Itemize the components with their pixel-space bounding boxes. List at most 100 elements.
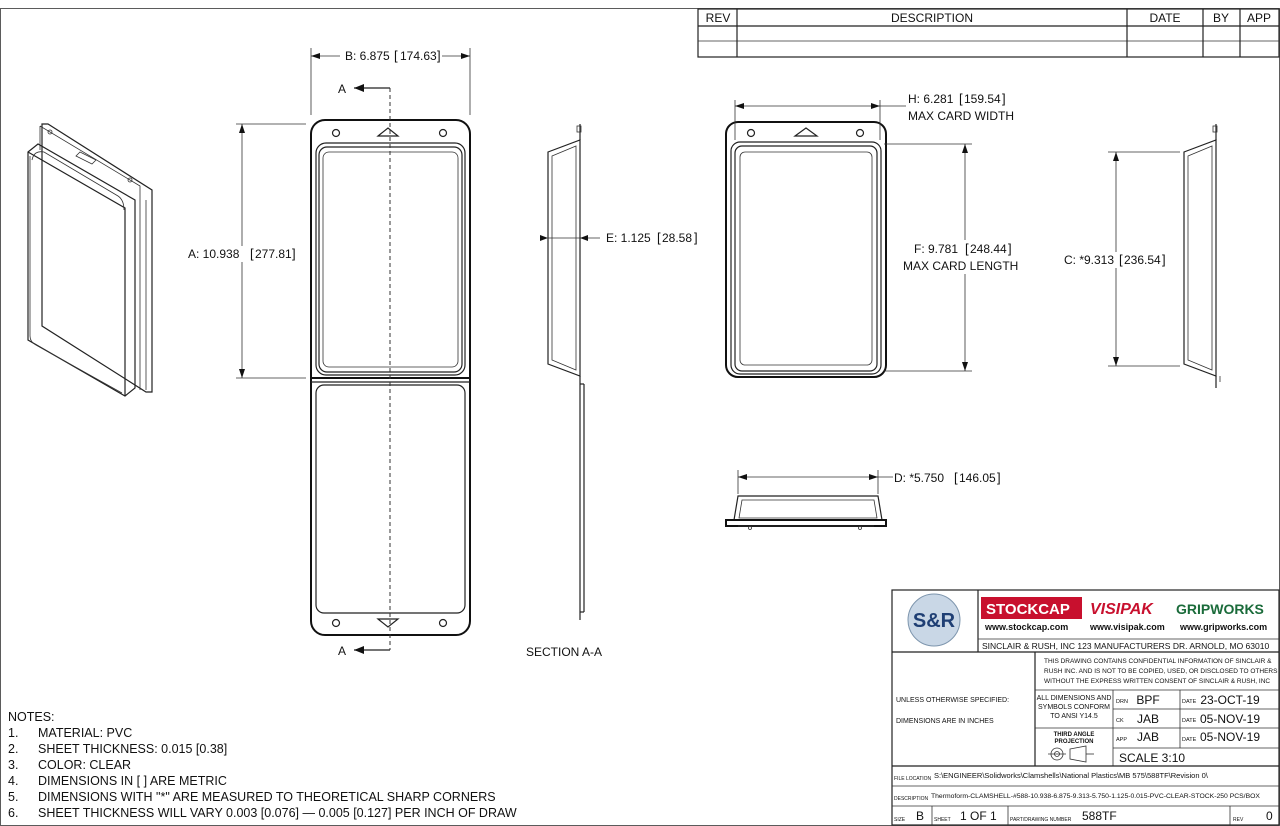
ansi-line-2: SYMBOLS CONFORM	[1038, 704, 1110, 711]
note-text: MATERIAL: PVC	[38, 726, 133, 740]
rev-header: REV	[706, 11, 731, 25]
visipak-brand: VISIPAK	[1090, 601, 1154, 618]
notes-block: NOTES: 1.MATERIAL: PVC 2.SHEET THICKNESS…	[8, 709, 517, 821]
size-value: B	[916, 809, 924, 823]
svg-text:]: ]	[437, 48, 441, 63]
file-location-label: FILE LOCATION	[894, 776, 932, 782]
description-label: DESCRIPTION	[894, 796, 929, 802]
sr-logo-globe	[907, 593, 961, 647]
svg-text:[: [	[250, 246, 254, 261]
dimension-c: C: *9.313 236.54 [ ]	[1062, 151, 1180, 367]
note-text: SHEET THICKNESS WILL VARY 0.003 [0.076] …	[38, 806, 517, 820]
dim-b-metric: 174.63	[400, 49, 437, 63]
svg-text:]: ]	[1002, 91, 1006, 106]
rev-value: 0	[1266, 809, 1273, 823]
app-header: APP	[1247, 11, 1271, 25]
svg-text:]: ]	[292, 246, 296, 261]
note-item: 4.DIMENSIONS IN [ ] ARE METRIC	[8, 773, 517, 789]
svg-text:[: [	[657, 230, 661, 245]
confidential-line-1: THIS DRAWING CONTAINS CONFIDENTIAL INFOR…	[1044, 658, 1272, 665]
sheet-value: 1 OF 1	[960, 809, 997, 823]
section-marker-bottom: A	[338, 644, 346, 658]
dim-e-value: E: 1.125	[606, 231, 651, 245]
ck-date-label: DATE	[1182, 718, 1197, 724]
note-item: 5.DIMENSIONS WITH "*" ARE MEASURED TO TH…	[8, 789, 517, 805]
note-number: 4.	[8, 774, 19, 788]
svg-text:]: ]	[1008, 241, 1012, 256]
note-number: 2.	[8, 742, 19, 756]
section-title: SECTION A-A	[526, 645, 602, 659]
sheet-border	[0, 8, 1280, 826]
app-date-label: DATE	[1182, 737, 1197, 743]
front-view: A A	[310, 82, 471, 658]
ck-label: CK	[1116, 718, 1124, 724]
note-number: 3.	[8, 758, 19, 772]
description-header: DESCRIPTION	[891, 11, 973, 25]
gripworks-brand: GRIPWORKS	[1176, 601, 1264, 617]
dim-h-value: H: 6.281	[908, 92, 954, 106]
file-location: S:\ENGINEER\Solidworks\Clamshells\Nation…	[934, 771, 1209, 780]
company-address: SINCLAIR & RUSH, INC 123 MANUFACTURERS D…	[982, 641, 1269, 651]
note-number: 1.	[8, 726, 19, 740]
ck-value: JAB	[1137, 712, 1159, 726]
note-number: 5.	[8, 790, 19, 804]
tray-top-view	[725, 121, 887, 378]
size-label: SIZE	[894, 817, 906, 823]
dim-h-metric: 159.54	[964, 92, 1001, 106]
dim-a-metric: 277.81	[255, 247, 292, 261]
stockcap-logo	[981, 597, 1082, 619]
dim-f-value: F: 9.781	[914, 242, 958, 256]
tray-front-view: D: *5.750 146.05 [ ]	[725, 470, 1001, 530]
sheet-label: SHEET	[934, 817, 951, 823]
svg-text:[: [	[959, 91, 963, 106]
dim-f-metric: 248.44	[970, 242, 1007, 256]
note-number: 6.	[8, 806, 19, 820]
sr-logo: S&R	[913, 610, 956, 632]
dim-d-metric: 146.05	[959, 471, 996, 485]
gripworks-url: www.gripworks.com	[1179, 622, 1267, 632]
dim-c-metric: 236.54	[1124, 253, 1161, 267]
dimension-a: A: 10.938 277.81 [ ]	[186, 123, 306, 379]
tray-side-view	[1183, 124, 1221, 388]
dim-d-value: D: *5.750	[894, 471, 944, 485]
app-value: JAB	[1137, 730, 1159, 744]
confidential-line-3: WITHOUT THE EXPRESS WRITTEN CONSENT OF S…	[1044, 678, 1270, 685]
revision-table: REV DESCRIPTION DATE BY APP	[697, 8, 1280, 58]
date-header: DATE	[1149, 11, 1180, 25]
drn-label: DRN	[1116, 699, 1128, 705]
app-label: APP	[1116, 737, 1127, 743]
section-view: E: 1.125 28.58 [ ] SECTION A-A	[526, 124, 700, 659]
title-block: S&R STOCKCAP VISIPAK GRIPWORKS www.stock…	[891, 589, 1280, 826]
ck-date: 05-NOV-19	[1200, 712, 1260, 726]
scale: SCALE 3:10	[1119, 751, 1185, 765]
dim-c-value: C: *9.313	[1064, 253, 1114, 267]
app-date: 05-NOV-19	[1200, 730, 1260, 744]
dim-f-note: MAX CARD LENGTH	[903, 259, 1018, 273]
rev-label: REV	[1233, 817, 1244, 823]
note-text: SHEET THICKNESS: 0.015 [0.38]	[38, 742, 228, 756]
part-number-label: PART/DRAWING NUMBER	[1010, 817, 1072, 823]
isometric-view	[27, 123, 153, 397]
note-item: 3.COLOR: CLEAR	[8, 757, 517, 773]
svg-text:[: [	[954, 470, 958, 485]
drn-date-label: DATE	[1182, 699, 1197, 705]
third-angle-2: PROJECTION	[1054, 739, 1093, 745]
part-number: 588TF	[1082, 809, 1117, 823]
dimension-f: F: 9.781 248.44 [ ] MAX CARD LENGTH	[884, 143, 1028, 372]
ansi-line-1: ALL DIMENSIONS AND	[1037, 695, 1112, 702]
stockcap-brand: STOCKCAP	[986, 601, 1070, 618]
drn-value: BPF	[1136, 693, 1159, 707]
part-description: Thermoform-CLAMSHELL-#588-10.938-6.875-9…	[931, 793, 1260, 800]
dim-b-value: B: 6.875	[345, 49, 390, 63]
ansi-line-3: TO ANSI Y14.5	[1050, 713, 1098, 720]
svg-text:]: ]	[997, 470, 1001, 485]
note-item: 1. MATERIAL: PVC	[8, 725, 517, 741]
svg-text:]: ]	[1162, 252, 1166, 267]
svg-text:[: [	[965, 241, 969, 256]
visipak-url: www.visipak.com	[1089, 622, 1165, 632]
unless-specified-1: UNLESS OTHERWISE SPECIFIED:	[896, 697, 1009, 704]
third-angle-projection-icon	[1048, 745, 1094, 763]
dim-a-value: A: 10.938	[188, 247, 240, 261]
unless-specified-2: DIMENSIONS ARE IN INCHES	[896, 718, 994, 725]
